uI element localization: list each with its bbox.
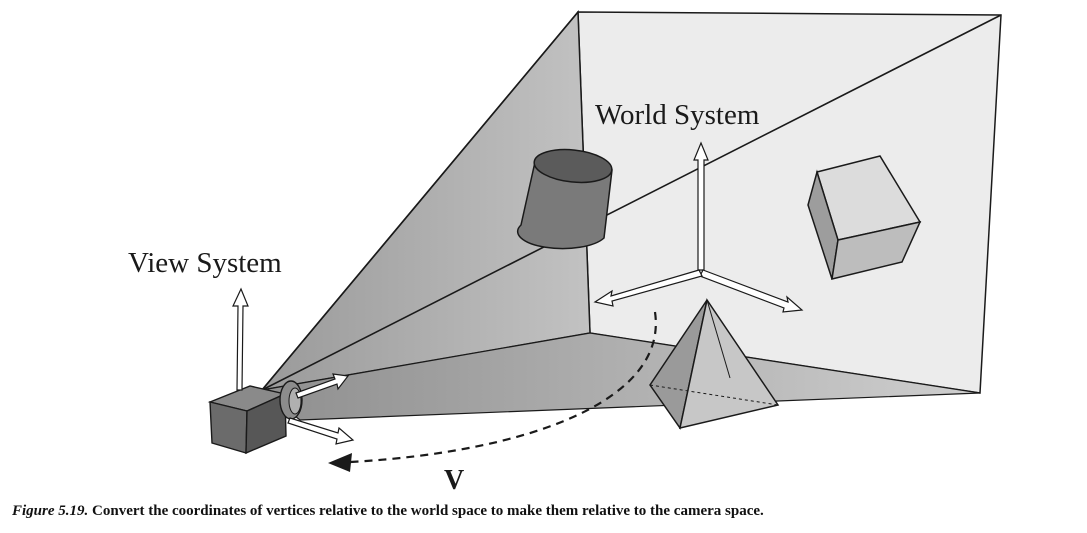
world-z-axis-arrow xyxy=(593,269,703,307)
back-wall xyxy=(577,11,1002,394)
world-x-axis-arrow xyxy=(699,269,804,313)
frustum-diagonal-line xyxy=(261,14,1002,391)
v-label: V xyxy=(444,465,464,496)
view-right-axis-arrow xyxy=(295,373,350,399)
view-forward-axis-arrow xyxy=(287,417,355,445)
cube-shape xyxy=(807,155,922,280)
pyramid-shape xyxy=(649,298,780,430)
caption-text: Convert the coordinates of vertices rela… xyxy=(88,503,764,519)
figure-number: Figure 5.19. xyxy=(12,503,89,519)
room-frustum xyxy=(260,10,1002,421)
world-axes xyxy=(593,141,804,313)
world-y-axis-arrow xyxy=(693,141,709,271)
view-axes xyxy=(232,287,355,445)
world-system-label: World System xyxy=(595,99,760,131)
frustum-upper-edge xyxy=(261,11,579,391)
view-system-label: View System xyxy=(128,247,282,279)
figure-caption: Figure 5.19. Convert the coordinates of … xyxy=(12,503,1072,520)
transform-path xyxy=(328,311,657,472)
camera-shape xyxy=(207,380,303,455)
transform-arrowhead xyxy=(328,453,352,472)
view-up-axis-arrow xyxy=(232,287,249,391)
cylinder-shape xyxy=(516,148,613,250)
